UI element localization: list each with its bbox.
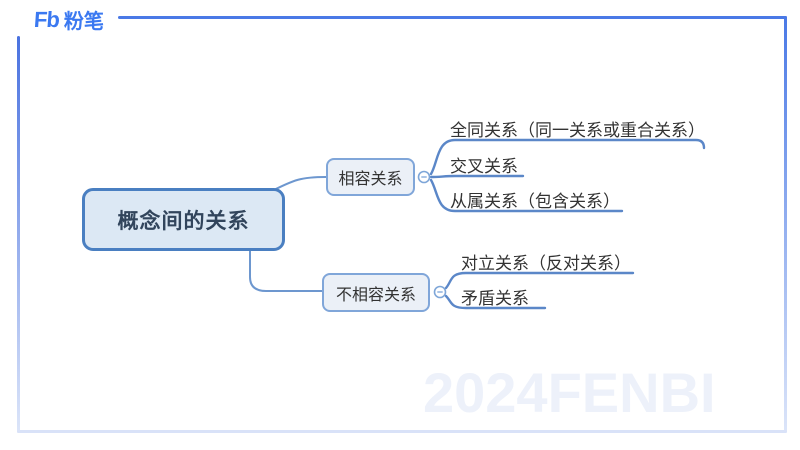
leaf-node-contradictory-relation[interactable]: 矛盾关系 [461,289,529,308]
leaf-node-cross-relation[interactable]: 交叉关系 [450,157,518,176]
frame-border-right [784,16,787,433]
leaf-node-identity-relation[interactable]: 全同关系（同一关系或重合关系） [450,121,705,140]
frame-border-bottom [17,430,787,433]
connector-leaf-cross [429,174,525,179]
collapse-toggle-incompatible[interactable] [433,285,447,299]
connector-leaf-identity [429,138,706,176]
fenbi-logo-text: 粉笔 [63,11,104,33]
frame-border-top [118,16,787,19]
connector-leaf-subordinate [429,178,624,213]
connector-leaf-contradictory [444,294,547,310]
frame-border-left [17,36,20,433]
connector-leaf-opposite [444,271,635,290]
branch-node-compatible[interactable]: 相容关系 [326,158,415,196]
root-node-concept-relations[interactable]: 概念间的关系 [82,188,285,251]
leaf-node-opposite-relation[interactable]: 对立关系（反对关系） [461,254,631,273]
watermark-text: 2024FENBI [423,361,716,424]
collapse-toggle-compatible[interactable] [417,170,431,184]
branch-node-incompatible[interactable]: 不相容关系 [322,273,430,312]
connector-root-to-incompatible [249,248,323,292]
leaf-node-subordinate-relation[interactable]: 从属关系（包含关系） [450,192,620,211]
fenbi-logo: Fb 粉笔 [33,5,104,34]
